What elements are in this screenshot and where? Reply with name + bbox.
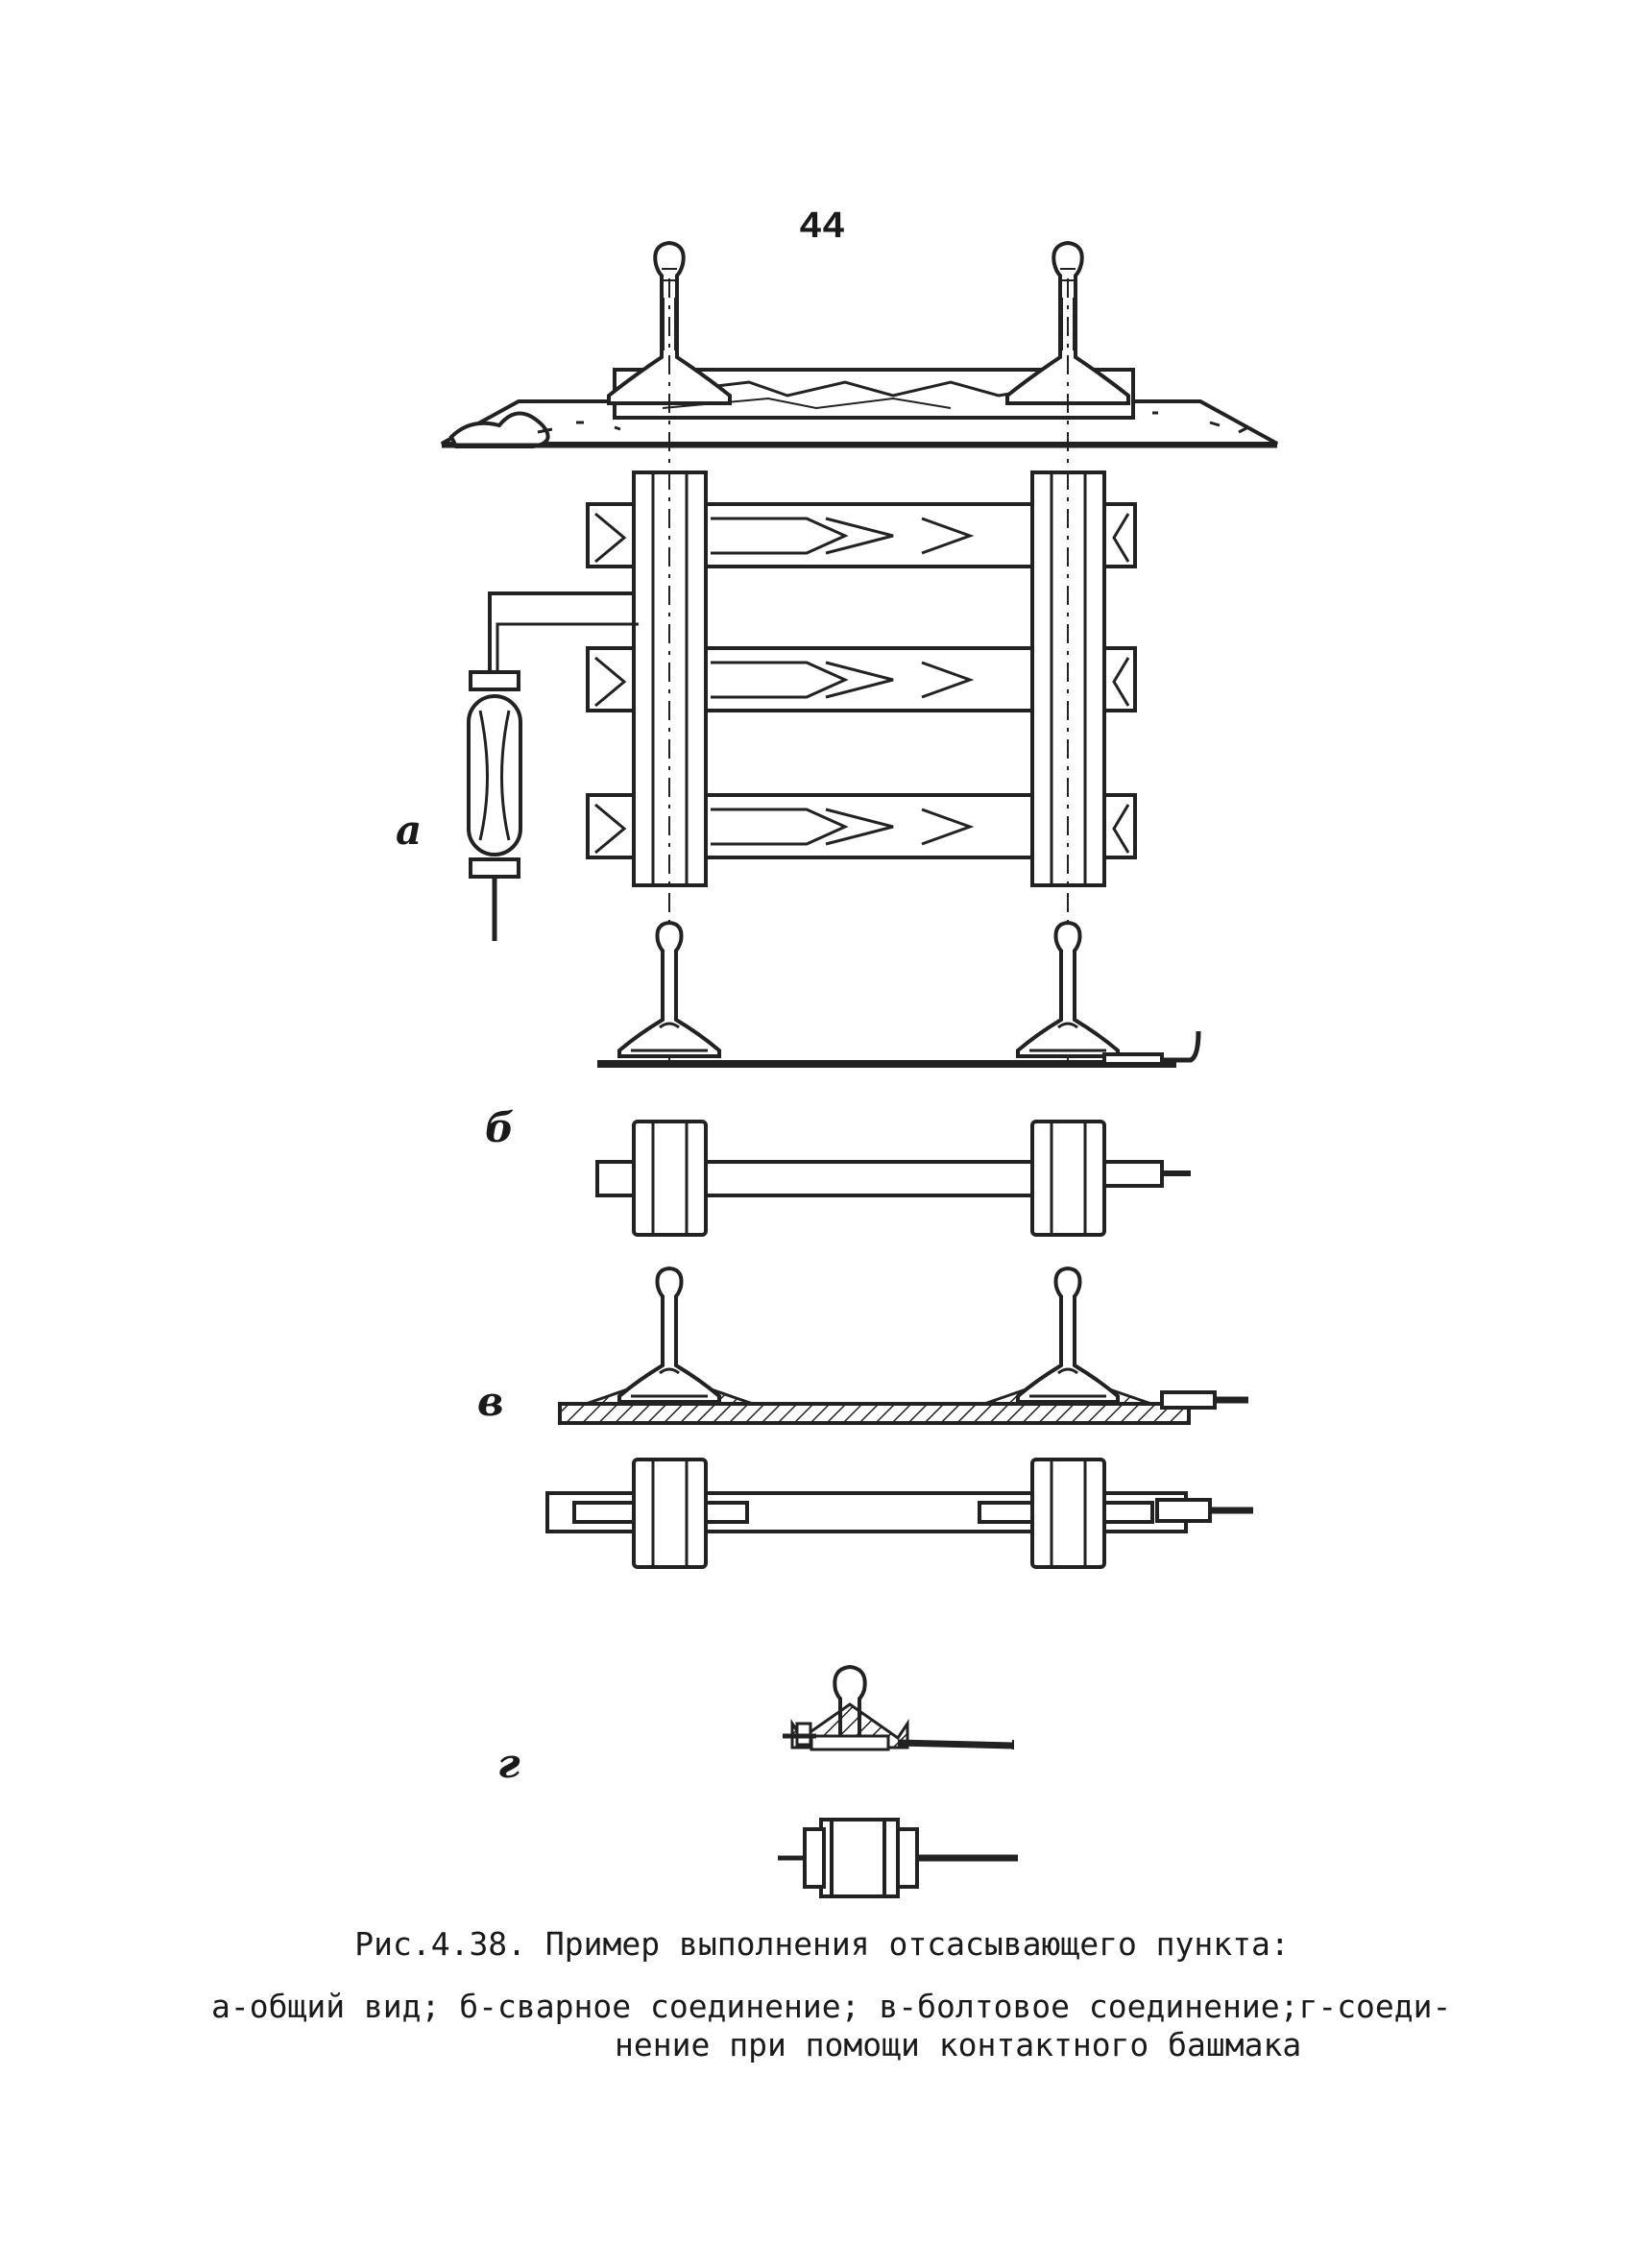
figure-a-section — [441, 241, 1278, 448]
figure-g-section — [783, 1664, 1014, 1751]
figure-v-section — [558, 1267, 1248, 1425]
label-v: в — [477, 1378, 504, 1425]
figure-v-plan — [545, 1458, 1253, 1569]
figure-g-plan — [778, 1818, 1018, 1898]
label-a: а — [396, 807, 423, 854]
figure-caption-title: Рис.4.38. Пример выполнения отсасывающег… — [354, 1925, 1290, 1963]
page-number: 44 — [798, 206, 845, 250]
figure-a-plan — [467, 278, 1137, 1066]
figure-b-plan — [595, 1120, 1191, 1237]
figure-caption-line2: нение при помощи контактного башмака — [615, 2026, 1302, 2063]
figure-b-section — [597, 921, 1201, 1068]
figure-caption-line1: а-общий вид; б-сварное соединение; в-бол… — [211, 1988, 1452, 2025]
label-b: б — [485, 1104, 515, 1151]
label-g: г — [497, 1740, 520, 1787]
